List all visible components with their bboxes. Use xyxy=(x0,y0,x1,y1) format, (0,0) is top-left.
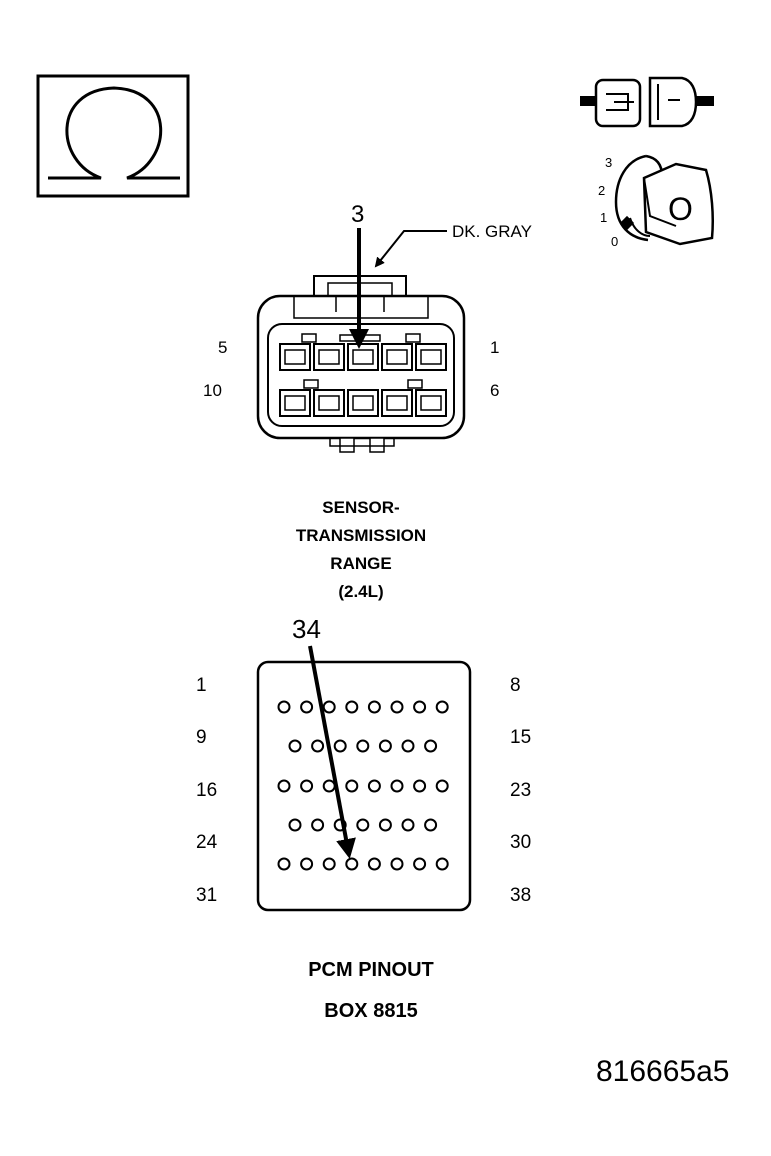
pcm-row-label-24: 24 xyxy=(196,832,218,853)
ohmmeter-icon xyxy=(36,74,190,198)
pcm-pin-24 xyxy=(288,818,302,832)
pcm-pin-4 xyxy=(345,700,359,714)
pcm-pin-1 xyxy=(277,700,291,714)
pcm-row-labels-left: 1 9 16 24 31 xyxy=(196,675,218,906)
pcm-pin-20 xyxy=(367,779,381,793)
pcm-pin-38 xyxy=(435,857,449,871)
figure-id: 816665a5 xyxy=(596,1055,729,1088)
sensor-caption-line-1: SENSOR- xyxy=(322,498,399,517)
pcm-pin-32 xyxy=(300,857,314,871)
sensor-cavity-terminal xyxy=(386,395,408,411)
pcm-row-label-15: 15 xyxy=(510,727,531,748)
pcm-row-label-8: 8 xyxy=(510,675,521,696)
pcm-pin-35 xyxy=(367,857,381,871)
pcm-pin-2 xyxy=(300,700,314,714)
pcm-pin-25 xyxy=(311,818,325,832)
pcm-pin-3 xyxy=(322,700,336,714)
pcm-pin-10 xyxy=(311,739,325,753)
pcm-pin-6 xyxy=(390,700,404,714)
pcm-row-label-9: 9 xyxy=(196,727,207,748)
pcm-pin-15 xyxy=(424,739,438,753)
pcm-pin-29 xyxy=(401,818,415,832)
sensor-cavity-terminal xyxy=(318,349,340,365)
pcm-pin-28 xyxy=(378,818,392,832)
sensor-transmission-range-connector xyxy=(256,275,466,453)
sensor-cavity-terminal xyxy=(284,395,306,411)
sensor-cavity-terminal xyxy=(352,349,374,365)
pcm-pin-13 xyxy=(378,739,392,753)
wire-leader-line xyxy=(374,230,447,268)
sensor-cavity-terminal xyxy=(420,395,442,411)
pcm-pin-30 xyxy=(424,818,438,832)
sensor-cavity-terminal xyxy=(284,349,306,365)
pcm-pin-36 xyxy=(390,857,404,871)
pcm-pin-16 xyxy=(277,779,291,793)
pcm-connector xyxy=(256,660,472,912)
pcm-row-label-30: 30 xyxy=(510,832,531,853)
sensor-pin-label-6: 6 xyxy=(490,381,499,400)
pcm-caption-line-1: PCM PINOUT xyxy=(308,959,434,981)
pcm-pin-11 xyxy=(333,739,347,753)
sensor-cavity-terminal xyxy=(386,349,408,365)
pcm-row-label-38: 38 xyxy=(510,885,531,906)
pcm-row-label-31: 31 xyxy=(196,885,217,906)
pcm-pin-34 xyxy=(345,857,359,871)
pcm-pin-14 xyxy=(401,739,415,753)
pcm-pin-19 xyxy=(345,779,359,793)
key-label: O xyxy=(668,191,693,227)
pcm-pin-9 xyxy=(288,739,302,753)
ignition-key-icon: O 3 2 1 0 xyxy=(598,154,714,249)
pcm-pin-7 xyxy=(413,700,427,714)
sensor-pin-label-10: 10 xyxy=(203,381,222,400)
pcm-pin-27 xyxy=(356,818,370,832)
pcm-pin-8 xyxy=(435,700,449,714)
disconnected-connector-icon xyxy=(580,76,714,128)
pcm-row-label-23: 23 xyxy=(510,780,531,801)
ignition-position-1: 1 xyxy=(600,210,607,225)
pcm-pin-21 xyxy=(390,779,404,793)
pcm-pin-arrow xyxy=(308,645,356,859)
pcm-pin-33 xyxy=(322,857,336,871)
sensor-cavity-terminal xyxy=(420,349,442,365)
pcm-pin-callout: 34 xyxy=(292,614,321,644)
pcm-row-labels-right: 8 15 23 30 38 xyxy=(510,675,531,906)
ignition-position-2: 2 xyxy=(598,183,605,198)
ignition-position-0: 0 xyxy=(611,234,618,249)
pcm-row-label-1: 1 xyxy=(196,675,207,696)
pcm-pin-12 xyxy=(356,739,370,753)
pcm-pin-5 xyxy=(367,700,381,714)
sensor-cavity-terminal xyxy=(318,395,340,411)
sensor-pin-callout: 3 xyxy=(351,201,364,228)
pcm-row-label-16: 16 xyxy=(196,780,217,801)
pcm-caption: PCM PINOUT BOX 8815 xyxy=(308,959,434,1022)
pcm-caption-line-2: BOX 8815 xyxy=(324,1000,417,1022)
pcm-pin-18 xyxy=(322,779,336,793)
pcm-pin-37 xyxy=(413,857,427,871)
wire-color-label: DK. GRAY xyxy=(452,222,532,241)
sensor-caption: SENSOR- TRANSMISSION RANGE (2.4L) xyxy=(296,498,426,601)
sensor-caption-line-4: (2.4L) xyxy=(338,582,383,601)
ignition-position-3: 3 xyxy=(605,155,612,170)
sensor-caption-line-3: RANGE xyxy=(330,554,391,573)
sensor-caption-line-2: TRANSMISSION xyxy=(296,526,426,545)
pcm-pin-23 xyxy=(435,779,449,793)
sensor-cavity-terminal xyxy=(352,395,374,411)
pcm-pin-22 xyxy=(413,779,427,793)
sensor-pin-label-1: 1 xyxy=(490,338,499,357)
pcm-pin-17 xyxy=(300,779,314,793)
sensor-pin-label-5: 5 xyxy=(218,338,227,357)
pcm-pin-31 xyxy=(277,857,291,871)
